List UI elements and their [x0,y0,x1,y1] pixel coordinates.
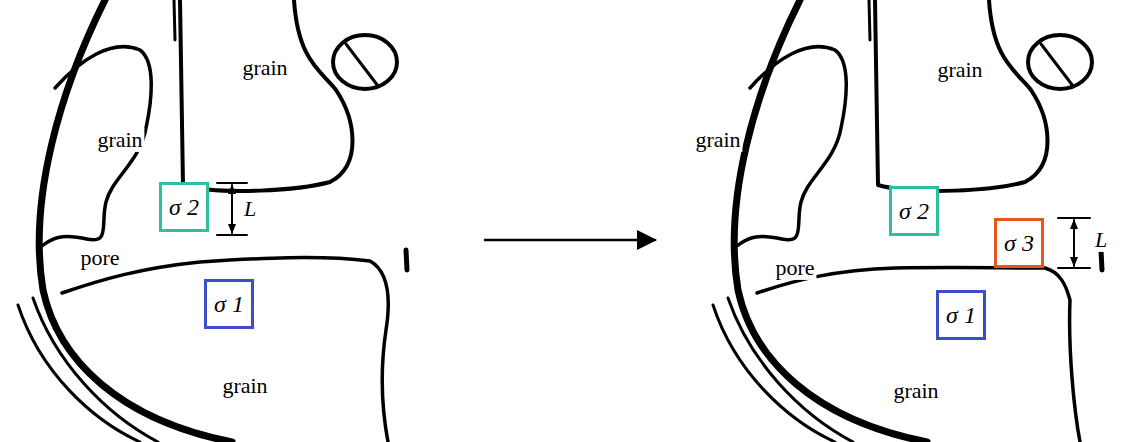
stress-symbol: σ 3 [1004,231,1034,255]
grain-outline [737,47,846,246]
stress-box: σ 1 [204,279,254,329]
grain-label: grain [240,56,289,80]
dimension-line [231,185,233,233]
core-wall [39,0,232,442]
grain-outline [1101,250,1102,270]
grain-label: grain [693,128,742,152]
core-wall-outer [728,298,853,442]
stress-symbol: σ 1 [214,292,244,316]
core-wall-outer [713,305,835,442]
stress-box: σ 2 [159,182,209,232]
stress-box: σ 3 [994,218,1044,268]
left-panel [18,0,407,442]
pore-label: pore [773,256,816,280]
stress-box: σ 2 [889,186,939,236]
grain-label: grain [95,128,144,152]
grain-outline [174,0,175,40]
grain-label: grain [220,374,269,398]
grain-outline [62,258,388,442]
grain-outline [757,268,1080,442]
grain-outline [869,0,870,40]
grain-outline [875,0,1048,191]
grain-label: grain [935,58,984,82]
right-panel [713,0,1102,442]
grain-outline [1041,44,1073,86]
grain-outline [346,44,378,86]
grain-label: grain [891,379,940,403]
stress-box: σ 1 [936,290,986,340]
stress-symbol: σ 2 [899,199,929,223]
stress-symbol: σ 2 [169,195,199,219]
dimension-label: L [242,197,258,221]
grain-outline [333,35,397,89]
stress-symbol: σ 1 [946,303,976,327]
transition-arrow [485,239,655,242]
pore-label: pore [78,246,121,270]
grain-outline [406,250,407,270]
grain-outline [180,0,353,191]
grain-outline [1028,35,1092,89]
dimension-label: L [1093,228,1109,252]
dimension-tick [1058,218,1090,268]
grain-outline [42,47,151,246]
core-wall-outer [18,305,140,442]
core-wall-outer [33,298,158,442]
dimension-line [1073,220,1075,266]
